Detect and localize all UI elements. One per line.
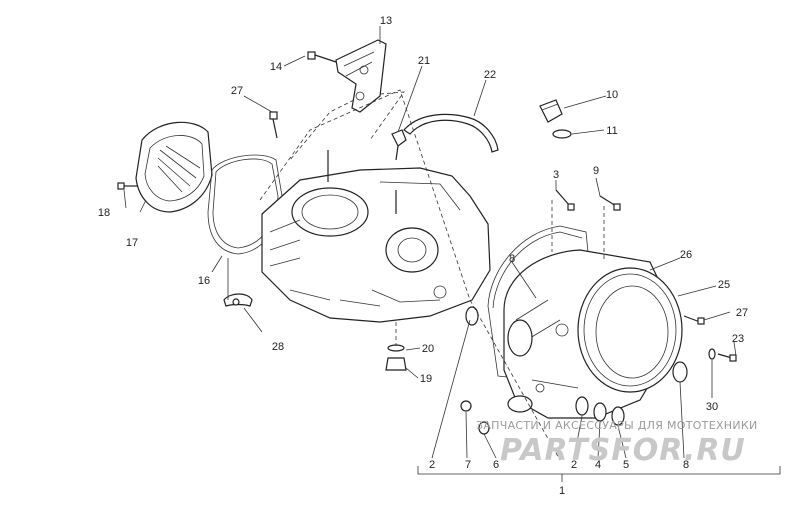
outer-clutch-cap	[577, 267, 683, 393]
callout-24: 25	[718, 279, 730, 291]
callout-21: 21	[418, 55, 430, 67]
washer-30	[708, 348, 716, 360]
callout-10: 9	[593, 165, 599, 177]
callout-17: 17	[126, 237, 138, 249]
watermark-subtitle: ЗАПЧАСТИ И АКСЕССУАРЫ ДЛЯ МОТОТЕХНИКИ	[476, 419, 758, 432]
callout-18: 18	[98, 207, 110, 219]
bolt-23	[717, 353, 737, 362]
bolt-18	[117, 182, 138, 190]
oil-filler-11	[539, 99, 563, 123]
washer-12	[552, 129, 572, 139]
callout-8: 8	[683, 459, 689, 471]
callout-2b: 2	[571, 459, 577, 471]
callout-25: 26	[680, 249, 692, 261]
crankcase	[261, 150, 491, 323]
bracket-mount-lines	[289, 91, 405, 161]
callout-12: 11	[606, 125, 617, 137]
callout-7: 7	[465, 459, 471, 471]
drain-plug-20-19	[385, 344, 407, 371]
seal-5	[611, 406, 625, 426]
callout-20: 20	[422, 343, 434, 355]
bolt-27	[269, 111, 278, 139]
hose-22	[403, 113, 499, 153]
callout-14: 14	[270, 61, 282, 73]
bolt-14	[307, 51, 337, 63]
callout-6: 6	[493, 459, 499, 471]
bolt-alignment-lines	[551, 200, 605, 262]
bracket-13	[335, 39, 387, 113]
seal-2b	[575, 396, 589, 416]
clutch-gasket-inner	[492, 231, 583, 309]
callout-9: 8	[509, 253, 515, 265]
watermark-brand: PARTSFOR.RU	[500, 433, 746, 468]
callout-4: 4	[595, 459, 601, 471]
callout-26: 27	[736, 307, 748, 319]
seal-8	[672, 361, 688, 383]
watermark: ЗАПЧАСТИ И АКСЕССУАРЫ ДЛЯ МОТОТЕХНИКИ PA…	[476, 419, 758, 468]
callout-27: 27	[231, 85, 243, 97]
callout-1: 1	[559, 485, 565, 497]
bush-7	[460, 400, 472, 412]
ignition-cover	[135, 121, 213, 213]
callout-23: 23	[732, 333, 744, 345]
clamp-28	[223, 293, 253, 307]
bolt-10	[599, 195, 621, 211]
callout-22: 22	[484, 69, 496, 81]
callout-5: 5	[623, 459, 629, 471]
callout-2a: 2	[429, 459, 435, 471]
callout-19: 19	[420, 373, 432, 385]
callout-labels: 13 14 21 22 27 10 11 18 17 16 28 20 19 3…	[98, 15, 748, 497]
seal-4	[593, 402, 607, 422]
assembly-outline	[259, 89, 561, 461]
leader-lines	[123, 26, 781, 482]
callout-28: 28	[272, 341, 284, 353]
callout-16: 16	[198, 275, 210, 287]
fitting-21	[391, 129, 407, 161]
callout-13: 13	[380, 15, 392, 27]
seal-2a	[465, 306, 479, 326]
callout-3: 3	[553, 169, 559, 181]
callout-11: 10	[606, 89, 618, 101]
bolt-26	[683, 315, 705, 325]
bolt-3	[555, 189, 575, 211]
callout-30: 30	[706, 401, 718, 413]
